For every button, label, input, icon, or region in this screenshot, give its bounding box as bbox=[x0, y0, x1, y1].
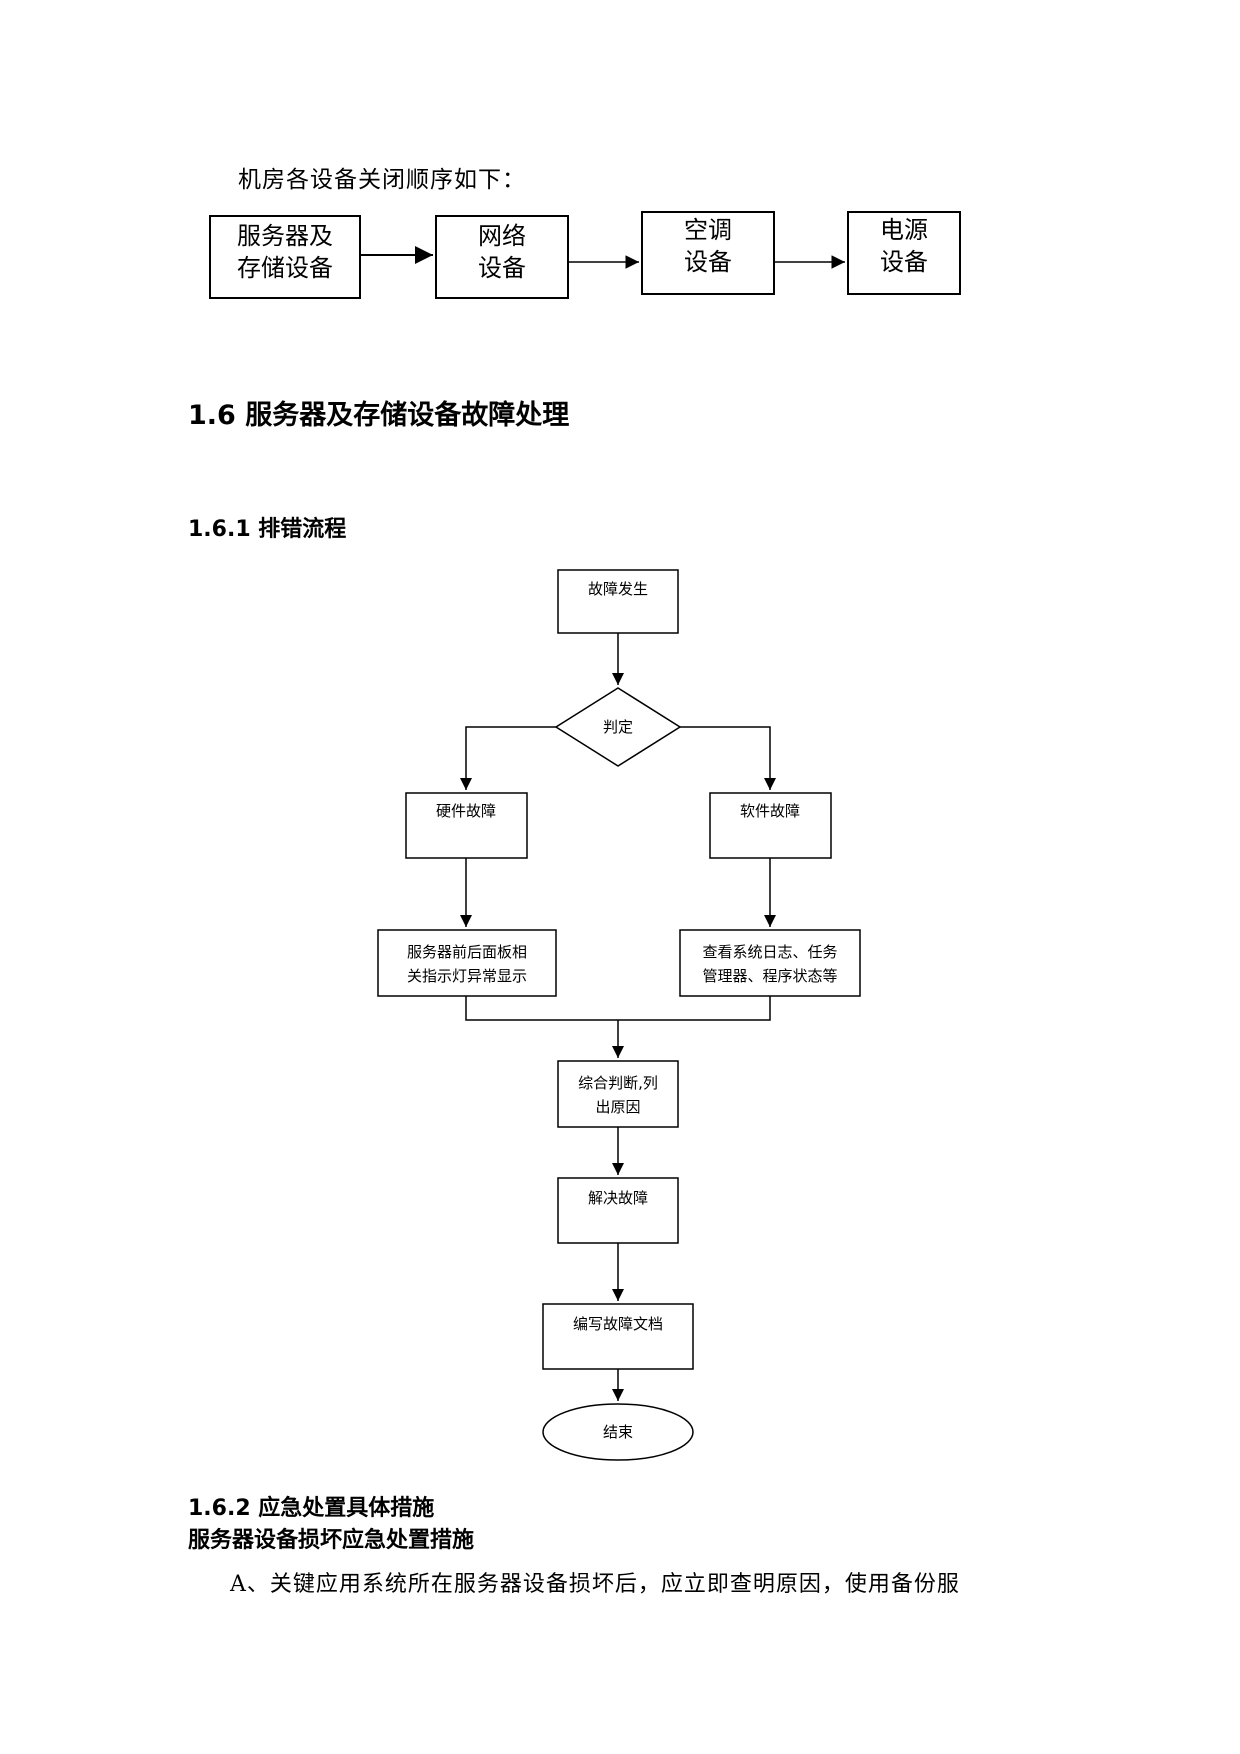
flow-software-box bbox=[709, 792, 832, 859]
flow-decision-label: 判定 bbox=[603, 718, 633, 736]
subsection-heading-troubleshooting: 1.6.1 排错流程 bbox=[188, 517, 347, 542]
sequence-box-servers-line2: 存储设备 bbox=[237, 254, 333, 282]
sequence-box-servers bbox=[209, 215, 361, 299]
troubleshooting-flowchart: 故障发生 判定 硬件故障 软件故障 服务器前后面板相 关指示灯异常显示 查看系统… bbox=[377, 569, 861, 1461]
flow-analyze-line2: 出原因 bbox=[595, 1098, 640, 1116]
sequence-box-network bbox=[435, 215, 569, 299]
flow-resolve-box bbox=[557, 1177, 679, 1244]
paragraph-a: A、关键应用系统所在服务器设备损坏后，应立即查明原因，使用备份服 bbox=[230, 1572, 960, 1597]
subsection-heading-emergency: 1.6.2 应急处置具体措施 bbox=[188, 1496, 435, 1521]
flow-end-ellipse bbox=[542, 1403, 694, 1461]
flow-hardware-check-line2: 关指示灯异常显示 bbox=[407, 967, 527, 985]
sequence-box-network-line2: 设备 bbox=[478, 254, 526, 282]
flow-analyze-line1: 综合判断,列 bbox=[578, 1074, 658, 1092]
flow-start-label: 故障发生 bbox=[588, 580, 648, 598]
intro-text: 机房各设备关闭顺序如下： bbox=[238, 167, 526, 193]
sequence-box-network-line1: 网络 bbox=[478, 222, 526, 250]
sequence-box-power bbox=[847, 211, 961, 295]
flow-analyze-box bbox=[557, 1060, 679, 1128]
flow-end-label: 结束 bbox=[603, 1423, 633, 1441]
flow-software-label: 软件故障 bbox=[740, 802, 800, 820]
flow-decision-diamond bbox=[554, 687, 682, 767]
flow-merge-line bbox=[465, 996, 771, 1021]
sequence-box-aircon-line1: 空调 bbox=[684, 216, 732, 244]
flow-hardware-label: 硬件故障 bbox=[436, 802, 496, 820]
flow-document-box bbox=[542, 1303, 694, 1370]
flow-branch-left bbox=[460, 726, 556, 790]
flow-software-check-line2: 管理器、程序状态等 bbox=[702, 967, 837, 985]
sequence-box-power-line1: 电源 bbox=[880, 216, 928, 244]
sequence-box-aircon-line2: 设备 bbox=[684, 248, 732, 276]
emergency-measures-title: 服务器设备损坏应急处置措施 bbox=[188, 1528, 475, 1553]
section-heading: 1.6 服务器及存储设备故障处理 bbox=[188, 400, 570, 431]
sequence-box-aircon bbox=[641, 211, 775, 295]
flow-document-label: 编写故障文档 bbox=[573, 1315, 663, 1333]
shutdown-sequence-diagram: 服务器及 存储设备 网络 设备 空调 设备 电源 设备 bbox=[209, 211, 961, 299]
flow-branch-right bbox=[680, 726, 776, 790]
flow-software-check-box bbox=[679, 929, 861, 997]
flow-resolve-label: 解决故障 bbox=[588, 1189, 648, 1207]
flow-hardware-box bbox=[405, 792, 528, 859]
flow-hardware-check-line1: 服务器前后面板相 bbox=[407, 943, 527, 961]
flow-software-check-line1: 查看系统日志、任务 bbox=[702, 943, 837, 961]
sequence-box-power-line2: 设备 bbox=[880, 248, 928, 276]
flow-hardware-check-box bbox=[377, 929, 557, 997]
sequence-box-servers-line1: 服务器及 bbox=[237, 222, 333, 250]
